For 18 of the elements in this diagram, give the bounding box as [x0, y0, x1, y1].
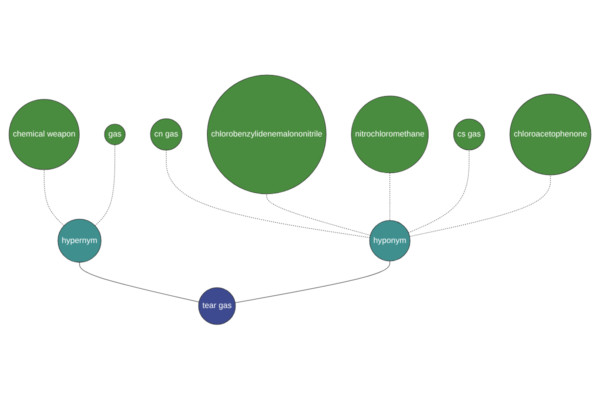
- connector: [79, 262, 200, 302]
- connector: [408, 150, 470, 234]
- connector: [409, 174, 551, 237]
- node-circle: cs gas: [453, 118, 485, 150]
- node-circle: hypernym: [58, 219, 102, 263]
- connector: [266, 194, 371, 236]
- node-circle: chlorobenzylidenemalononitrile: [207, 75, 326, 194]
- connector: [234, 260, 390, 304]
- node-circle: nitrochloromethane: [351, 96, 429, 174]
- connector: [44, 170, 64, 226]
- connector: [94, 144, 116, 226]
- node-circle: chemical weapon: [8, 99, 80, 170]
- node-circle: hyponym: [369, 220, 410, 262]
- node-circle: gas: [104, 124, 126, 146]
- node-circle: tear gas: [198, 288, 236, 325]
- connector: [166, 150, 370, 238]
- node-circle: chloroacetophenone: [510, 94, 592, 176]
- node-circle: cn gas: [150, 118, 182, 151]
